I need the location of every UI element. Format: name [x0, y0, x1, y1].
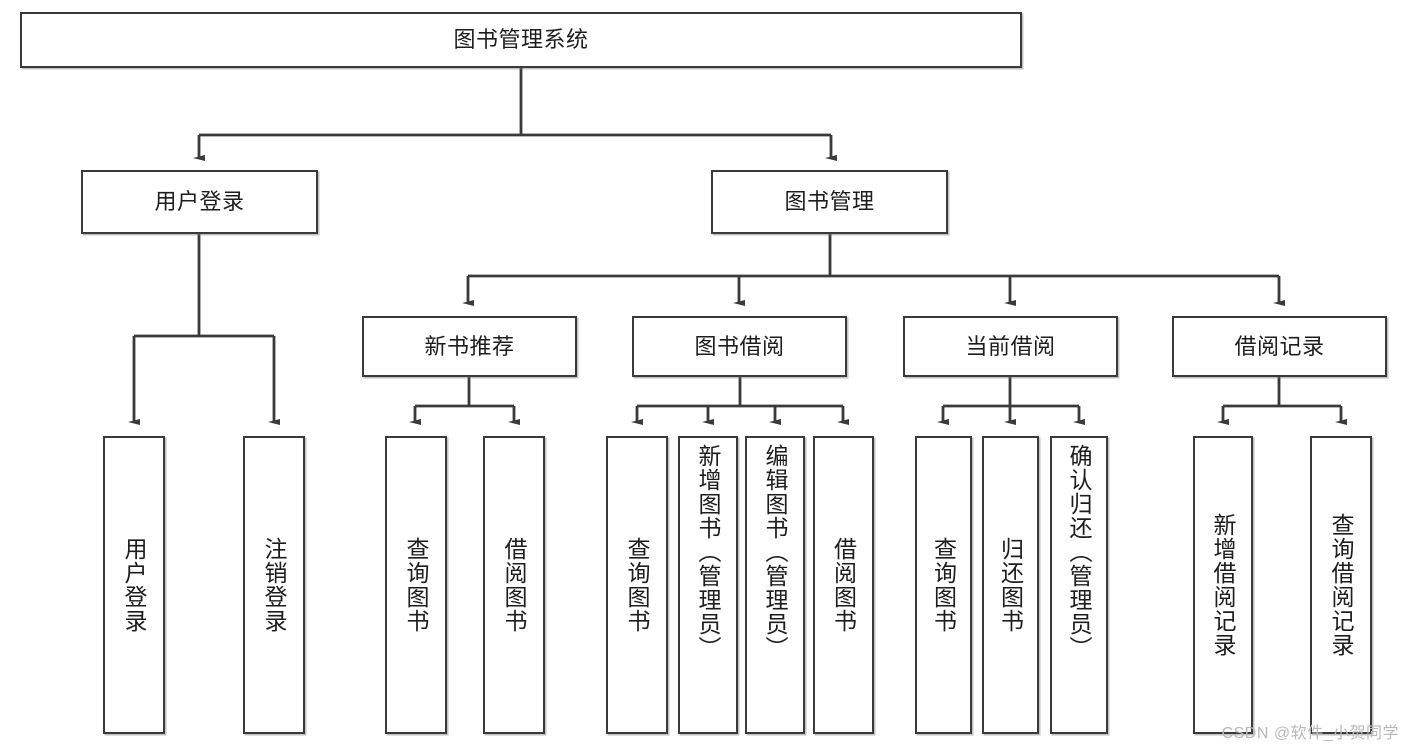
node-book-management[interactable]: 图书管理 — [711, 170, 948, 234]
leaf-records-add-record[interactable]: 新增借阅记录 — [1193, 436, 1253, 734]
node-label: 图书管理系统 — [453, 27, 589, 53]
node-label: 新增图书（管理员） — [695, 444, 722, 660]
node-label: 查询图书 — [624, 537, 651, 633]
node-book-borrow[interactable]: 图书借阅 — [632, 316, 847, 377]
leaf-new-book-query-book[interactable]: 查询图书 — [385, 436, 447, 734]
leaf-user-login-logout[interactable]: 注销登录 — [243, 436, 305, 734]
node-label: 编辑图书（管理员） — [762, 444, 789, 660]
node-label: 借阅图书 — [501, 537, 528, 633]
node-borrow-records[interactable]: 借阅记录 — [1172, 316, 1387, 377]
node-label: 图书借阅 — [694, 333, 785, 359]
node-label: 注销登录 — [261, 537, 288, 633]
leaf-book-borrow-query-book[interactable]: 查询图书 — [606, 436, 668, 734]
node-root-book-management-system[interactable]: 图书管理系统 — [20, 12, 1022, 68]
node-label: 当前借阅 — [965, 333, 1056, 359]
node-new-book-recommend[interactable]: 新书推荐 — [362, 316, 577, 377]
node-label: 查询图书 — [930, 537, 957, 633]
leaf-current-borrow-query-book[interactable]: 查询图书 — [915, 436, 972, 734]
leaf-book-borrow-edit-book-admin[interactable]: 编辑图书（管理员） — [745, 436, 805, 734]
node-label: 借阅记录 — [1234, 333, 1325, 359]
node-label: 查询借阅记录 — [1328, 513, 1355, 657]
leaf-user-login-login[interactable]: 用户登录 — [103, 436, 165, 734]
node-label: 确认归还（管理员） — [1066, 444, 1093, 660]
node-label: 借阅图书 — [830, 537, 857, 633]
node-label: 新书推荐 — [424, 333, 515, 359]
leaf-new-book-borrow-book[interactable]: 借阅图书 — [483, 436, 545, 734]
leaf-current-borrow-return-book[interactable]: 归还图书 — [982, 436, 1039, 734]
leaf-book-borrow-borrow-book[interactable]: 借阅图书 — [813, 436, 874, 734]
node-label: 归还图书 — [997, 537, 1024, 633]
leaf-book-borrow-add-book-admin[interactable]: 新增图书（管理员） — [678, 436, 738, 734]
node-current-borrow[interactable]: 当前借阅 — [903, 316, 1118, 377]
node-user-login[interactable]: 用户登录 — [81, 170, 318, 234]
node-label: 用户登录 — [154, 189, 245, 215]
node-label: 查询图书 — [403, 537, 430, 633]
leaf-current-borrow-confirm-return-admin[interactable]: 确认归还（管理员） — [1050, 436, 1108, 734]
node-label: 图书管理 — [784, 189, 875, 215]
node-label: 新增借阅记录 — [1210, 513, 1237, 657]
node-label: 用户登录 — [121, 537, 148, 633]
watermark-text: CSDN @软件_小贺同学 — [1221, 725, 1399, 742]
leaf-records-query-record[interactable]: 查询借阅记录 — [1310, 436, 1372, 734]
